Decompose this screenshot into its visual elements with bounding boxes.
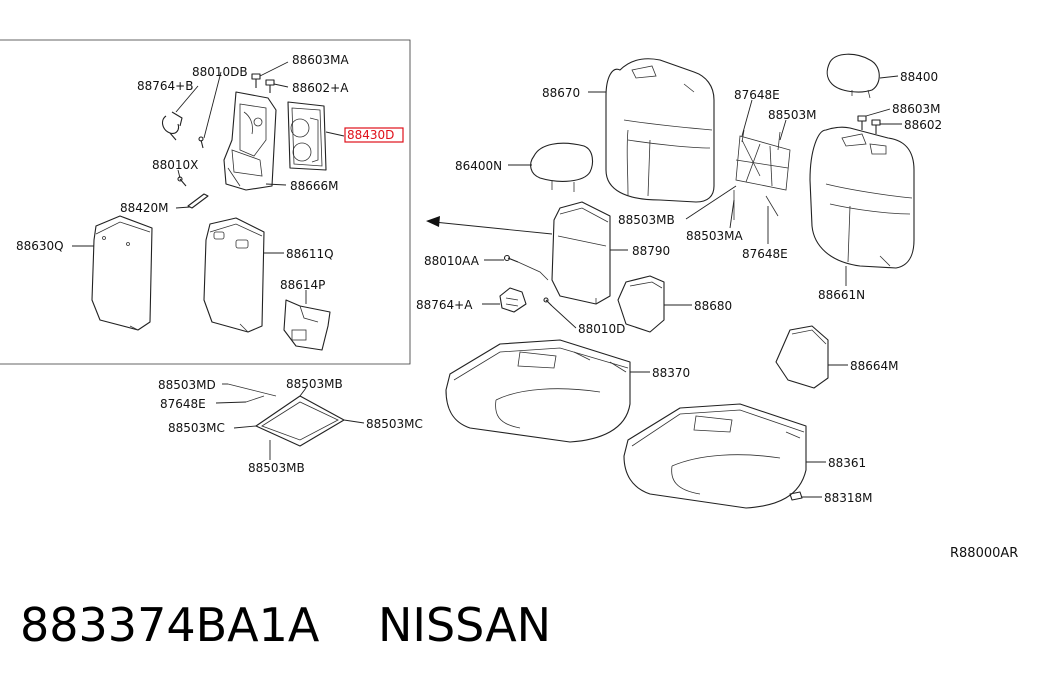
leader-88010x: [177, 169, 181, 179]
label-88010db: 88010DB: [192, 65, 248, 79]
part-88602a-bolt: [265, 79, 275, 93]
label-87648e-a: 87648E: [734, 88, 780, 102]
leader-88503ma: [729, 199, 735, 229]
part-88503m-wire-frame: [733, 129, 791, 220]
label-87648e-c: 87648E: [160, 397, 206, 411]
part-88680-pad: [617, 275, 665, 333]
part-88764a-clip: [499, 287, 527, 313]
leader-88603ma: [259, 61, 289, 77]
label-88614p: 88614P: [280, 278, 325, 292]
leader-88764b: [175, 85, 199, 113]
part-88503m-mat: [227, 383, 345, 447]
label-88602a: 88602+A: [292, 81, 349, 95]
leader-88603m: [865, 108, 891, 117]
arrow-to-inset: [433, 221, 553, 235]
part-88318m-tab: [789, 491, 803, 501]
leader-88420m: [175, 206, 191, 209]
label-88010aa: 88010AA: [424, 254, 480, 268]
label-88503mb-c: 88503MB: [248, 461, 305, 475]
part-88661n-backrest-trim: [809, 126, 915, 269]
part-88602-bolt: [871, 119, 881, 134]
part-88611q-board: [203, 217, 265, 333]
label-88503m-a: 88503M: [768, 108, 817, 122]
leader-88503mb-a: [685, 185, 737, 220]
part-88370-cushion-trim: [445, 339, 631, 443]
label-88611q: 88611Q: [286, 247, 334, 261]
leader-87648e-a: [741, 99, 753, 137]
label-88010d: 88010D: [578, 322, 625, 336]
label-88764a: 88764+A: [416, 298, 473, 312]
part-88666m-frame: [223, 91, 277, 191]
leader-88430d: [325, 131, 345, 137]
part-88670-backrest-trim: [605, 58, 715, 203]
part-88361-cushion-trim: [623, 403, 807, 509]
leader-87648e-c: [215, 401, 247, 404]
label-88400: 88400: [900, 70, 938, 84]
part-88010db-screw: [198, 136, 204, 149]
label-88503mb-b: 88503MB: [286, 377, 343, 391]
label-88670: 88670: [542, 86, 580, 100]
label-88790: 88790: [632, 244, 670, 258]
label-88010x: 88010X: [152, 158, 198, 172]
part-88420m-rod: [187, 193, 209, 209]
label-88603m: 88603M: [892, 102, 941, 116]
label-88630q: 88630Q: [16, 239, 64, 253]
part-88430d-cup-holder: [287, 101, 327, 171]
leader-88400: [879, 75, 899, 79]
label-88420m: 88420M: [120, 201, 169, 215]
label-88370: 88370: [652, 366, 690, 380]
label-88602: 88602: [904, 118, 942, 132]
label-88503mc-b: 88503MC: [366, 417, 423, 431]
label-88603ma: 88603MA: [292, 53, 350, 67]
leader-88010db: [203, 71, 222, 139]
label-88503mc-a: 88503MC: [168, 421, 225, 435]
label-88764b: 88764+B: [137, 79, 193, 93]
footer-caption: 883374BA1A NISSAN: [20, 598, 551, 652]
part-88010d-screw: [543, 297, 553, 307]
label-88503ma: 88503MA: [686, 229, 744, 243]
part-88614p-bracket: [283, 299, 331, 351]
label-88664m: 88664M: [850, 359, 899, 373]
part-number-text: 883374BA1A: [20, 598, 320, 652]
brand-text: NISSAN: [377, 598, 552, 652]
part-88764b-clip: [161, 111, 183, 141]
part-88010aa-screw: [503, 254, 549, 281]
part-88603ma-bolt: [251, 73, 261, 88]
highlight-box: [344, 127, 404, 143]
part-88630q-cover: [91, 215, 153, 331]
part-88400-headrest: [826, 53, 880, 99]
label-ref-code: R88000AR: [950, 546, 1018, 561]
leader-88602a: [273, 83, 289, 88]
label-88680: 88680: [694, 299, 732, 313]
label-88666m: 88666M: [290, 179, 339, 193]
label-88503md: 88503MD: [158, 378, 216, 392]
part-88603m-bolt: [857, 115, 867, 130]
inset-frame: [0, 39, 411, 365]
label-88430d-highlighted: 88430D: [347, 128, 394, 142]
label-88503mb-a: 88503MB: [618, 213, 675, 227]
part-88664m-pad: [775, 325, 829, 389]
part-86400n-headrest: [530, 142, 594, 192]
leader-88666m: [265, 183, 287, 186]
part-88010x-screw: [177, 176, 187, 187]
arrow-head: [426, 216, 440, 227]
label-87648e-b: 87648E: [742, 247, 788, 261]
label-88318m: 88318M: [824, 491, 873, 505]
part-88790-armrest: [551, 201, 611, 305]
label-88361: 88361: [828, 456, 866, 470]
leader-88503mc-a: [233, 425, 257, 429]
label-88661n: 88661N: [818, 288, 865, 302]
leader-88010d: [551, 305, 577, 329]
label-86400n: 86400N: [455, 159, 502, 173]
leader-88503m-a: [779, 119, 787, 141]
leader-88503mb-b: [299, 387, 307, 397]
leader-88503mc-b: [343, 419, 365, 424]
